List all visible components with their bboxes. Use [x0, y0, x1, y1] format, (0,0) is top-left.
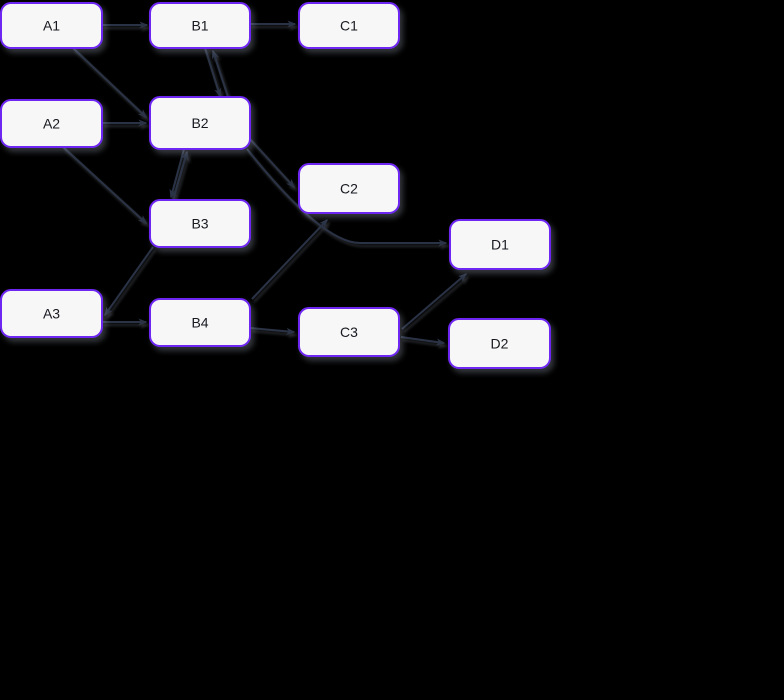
node-C1-label: C1: [340, 18, 358, 34]
node-C2[interactable]: C2: [298, 163, 400, 214]
node-B1-label: B1: [191, 18, 208, 34]
edge-B2-B1: [211, 49, 229, 98]
node-B1-box[interactable]: [149, 2, 251, 49]
node-B4-box[interactable]: [149, 298, 251, 347]
edge-A1-B2: [72, 47, 147, 118]
node-C2-label: C2: [340, 181, 358, 197]
node-C3-label: C3: [340, 324, 358, 340]
edges-layer: [62, 20, 468, 346]
edge-B3-A3: [104, 246, 154, 317]
edge-B2-D1: [246, 148, 448, 247]
node-C3[interactable]: C3: [298, 307, 400, 357]
node-A3[interactable]: A3: [0, 289, 103, 338]
node-A1[interactable]: A1: [0, 2, 103, 49]
node-A2-label: A2: [43, 116, 60, 132]
node-B4[interactable]: B4: [149, 298, 251, 347]
node-A3-label: A3: [43, 306, 60, 322]
node-C1[interactable]: C1: [298, 2, 400, 49]
node-B1[interactable]: B1: [149, 2, 251, 49]
edge-B4-C3: [249, 327, 296, 335]
edge-B3-B2: [172, 150, 189, 201]
edge-B1-B2: [204, 47, 222, 98]
node-B3-box[interactable]: [149, 199, 251, 248]
node-A3-box[interactable]: [0, 289, 103, 338]
edge-A2-B3: [62, 146, 147, 224]
node-C1-box[interactable]: [298, 2, 400, 49]
node-B2-label: B2: [191, 115, 208, 131]
node-A2[interactable]: A2: [0, 99, 103, 148]
node-B4-label: B4: [191, 315, 208, 331]
node-D1[interactable]: D1: [449, 219, 551, 270]
node-C2-box[interactable]: [298, 163, 400, 214]
node-A1-box[interactable]: [0, 2, 103, 49]
edge-C3-D2: [400, 336, 446, 346]
node-B3-label: B3: [191, 216, 208, 232]
edge-C3-D1: [401, 273, 468, 330]
edge-B2-B3: [169, 148, 185, 199]
node-D2-label: D2: [491, 336, 509, 352]
edge-B4-C2: [251, 219, 328, 300]
node-A1-label: A1: [43, 18, 60, 34]
node-D2-box[interactable]: [448, 318, 551, 369]
node-D1-box[interactable]: [449, 219, 551, 270]
node-D2[interactable]: D2: [448, 318, 551, 369]
node-A2-box[interactable]: [0, 99, 103, 148]
node-B2-box[interactable]: [149, 96, 251, 150]
node-D1-label: D1: [491, 237, 509, 253]
edge-B2-C2: [249, 138, 295, 188]
node-C3-box[interactable]: [298, 307, 400, 357]
node-B2[interactable]: B2: [149, 96, 251, 150]
node-B3[interactable]: B3: [149, 199, 251, 248]
